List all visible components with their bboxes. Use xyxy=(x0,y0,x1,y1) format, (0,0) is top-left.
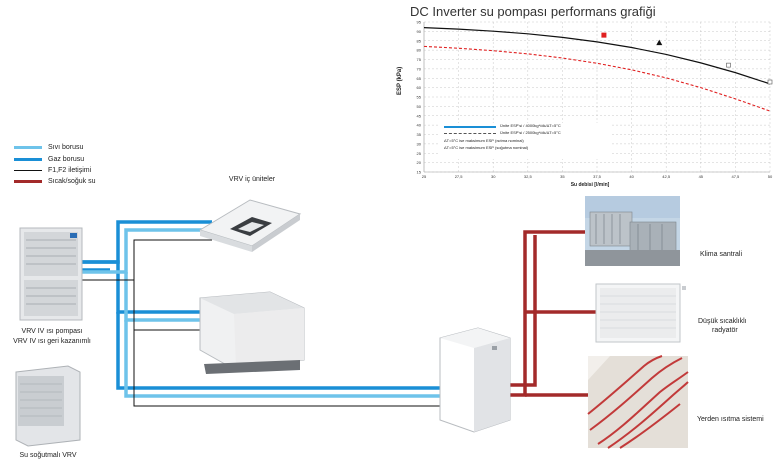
cassette-indoor-unit xyxy=(198,199,302,252)
y-tick-label: 20 xyxy=(417,160,422,165)
hydrobox-unit xyxy=(439,327,511,433)
y-tick-label: 50 xyxy=(417,104,422,109)
liquid-pipes xyxy=(82,228,440,398)
chart-xlabel: Su debisi [l/min] xyxy=(570,182,610,188)
y-tick-label: 95 xyxy=(417,20,422,25)
y-tick-label: 45 xyxy=(417,113,422,118)
chart-lines xyxy=(423,27,771,112)
floor-heating-photo xyxy=(587,355,689,449)
series-line-2 xyxy=(423,45,771,112)
y-tick-label: 70 xyxy=(417,66,422,71)
y-tick-label: 90 xyxy=(417,29,422,34)
marker-open-square xyxy=(767,79,773,85)
x-tick-label: 35 xyxy=(560,174,565,179)
y-tick-label: 40 xyxy=(417,123,422,128)
x-tick-label: 40 xyxy=(629,174,634,179)
legend-swatch xyxy=(14,180,42,183)
communication-lines xyxy=(82,239,440,407)
y-tick-label: 30 xyxy=(417,141,422,146)
x-tick-label: 47,5 xyxy=(732,174,741,179)
legend-label: Sıcak/soğuk su xyxy=(48,178,96,185)
legend-entry-2: Ünite ESP'si / 2500kg*/dk/ΔT=5°C xyxy=(500,130,561,135)
floor-standing-indoor-unit xyxy=(199,291,305,374)
label-radiator-line1: Düşük sıcaklıklı xyxy=(698,318,747,325)
y-tick-label: 65 xyxy=(417,76,422,81)
marker-square xyxy=(601,32,607,38)
label-heat-recovery: VRV IV ısı geri kazanımlı xyxy=(13,338,91,345)
x-tick-label: 27,5 xyxy=(455,174,464,179)
ahu-photo xyxy=(585,196,680,266)
chart-title: DC Inverter su pompası performans grafiğ… xyxy=(410,4,656,19)
y-tick-label: 15 xyxy=(417,170,422,175)
y-tick-label: 80 xyxy=(417,48,422,53)
marker-open-square xyxy=(726,62,731,68)
legend-swatch-2 xyxy=(444,133,496,134)
label-floor-heating: Yerden ısıtma sistemi xyxy=(697,416,764,423)
water-cooled-vrv-unit xyxy=(15,365,81,447)
label-vrv-indoor-units: VRV iç üniteler xyxy=(228,176,276,183)
chart-markers xyxy=(601,32,773,85)
x-tick-label: 42,5 xyxy=(662,174,671,179)
legend-entry-3: ΔT=5°C ise maksimum ESP (ısıtma nominal) xyxy=(444,138,524,143)
x-tick-label: 25 xyxy=(422,174,427,179)
x-tick-label: 45 xyxy=(699,174,704,179)
x-tick-label: 50 xyxy=(768,174,773,179)
y-tick-label: 60 xyxy=(417,85,422,90)
y-tick-label: 25 xyxy=(417,151,422,156)
x-tick-label: 32,5 xyxy=(524,174,533,179)
label-water-cooled-vrv: Su soğutmalı VRV xyxy=(19,452,77,459)
water-pipes xyxy=(503,230,596,397)
series-line-1 xyxy=(423,27,771,85)
label-heat-pump: VRV IV ısı pompası xyxy=(21,328,83,335)
chart-legend: Ünite ESP'si / 4000kg*/dk/ΔT=5°C Ünite E… xyxy=(440,123,610,159)
gas-pipes xyxy=(82,220,440,390)
y-tick-label: 55 xyxy=(417,95,422,100)
x-tick-label: 37,5 xyxy=(593,174,602,179)
legend-label: F1,F2 iletişimi xyxy=(48,167,92,174)
radiator-photo xyxy=(595,283,686,343)
legend-swatch-1 xyxy=(444,126,496,128)
legend-entry-4: ΔT=5°C ise maksimum ESP (soğutma nominal… xyxy=(444,145,529,150)
legend-label: Gaz borusu xyxy=(48,156,85,163)
legend-label: Sıvı borusu xyxy=(48,144,84,151)
label-ahu: Klima santrali xyxy=(700,251,743,258)
y-tick-label: 85 xyxy=(417,38,422,43)
x-tick-label: 30 xyxy=(491,174,496,179)
y-tick-label: 75 xyxy=(417,57,422,62)
legend-swatch xyxy=(14,158,42,161)
vrv-heat-pump-unit xyxy=(19,227,83,321)
marker-triangle xyxy=(656,39,663,46)
label-radiator-line2: radyatör xyxy=(712,327,738,334)
legend-entry-1: Ünite ESP'si / 4000kg*/dk/ΔT=5°C xyxy=(500,123,561,128)
legend-swatch xyxy=(14,170,42,171)
y-tick-label: 35 xyxy=(417,132,422,137)
legend-swatch xyxy=(14,146,42,149)
